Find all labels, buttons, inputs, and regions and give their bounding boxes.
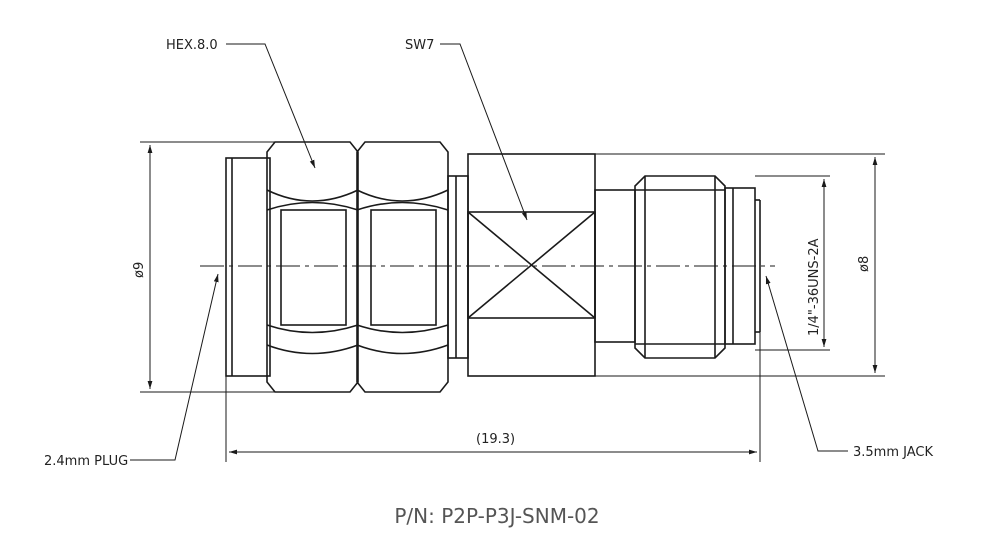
leader-lines [130,43,848,461]
plug-label: 2.4mm PLUG [44,454,128,469]
threaded-jack-body [634,175,761,359]
length-dimension-label: (19.3) [476,432,515,447]
hex-label: HEX.8.0 [166,38,218,53]
jack-label: 3.5mm JACK [853,445,933,460]
hex-nut-section-2 [356,141,449,393]
neck [447,175,469,359]
dimension-lines [147,145,878,455]
hex-nut-section-1 [266,141,359,393]
extension-lines [140,141,885,462]
thread-spec-label: 1/4"-36UNS-2A [807,238,822,336]
wrench-flat-body [467,153,596,377]
left-diameter-label: ø9 [132,262,147,278]
part-number: P/N: P2P-P3J-SNM-02 [394,504,600,528]
sw-label: SW7 [405,38,434,53]
right-diameter-label: ø8 [857,256,872,272]
plug-flange [225,157,271,377]
